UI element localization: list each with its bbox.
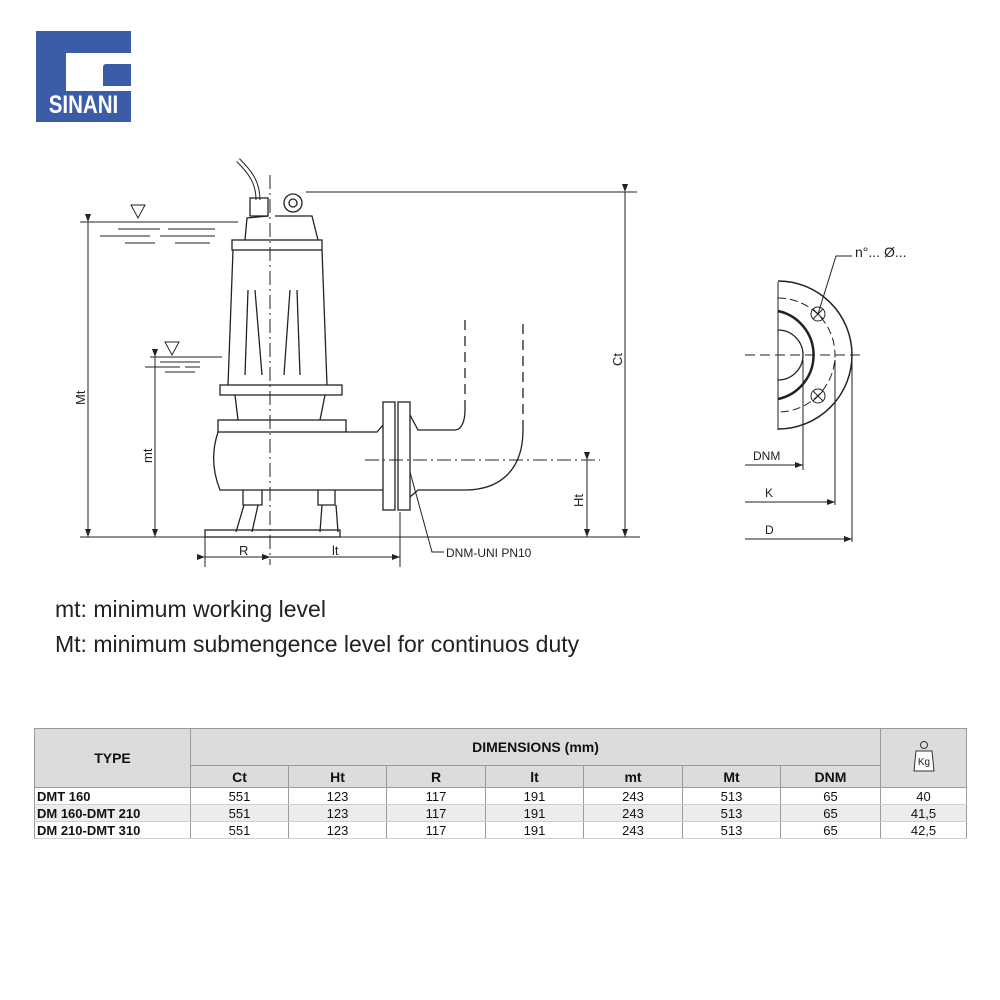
label-K: K <box>765 486 773 500</box>
label-holes: n°... Ø... <box>855 244 907 260</box>
note-Mt: Mt: minimum submengence level for contin… <box>55 631 580 657</box>
weight-header: Kg <box>880 728 967 788</box>
label-mt: mt <box>140 448 155 463</box>
max-water-level <box>80 204 238 244</box>
label-Ht: Ht <box>571 494 586 507</box>
pump-body <box>204 158 524 538</box>
label-R: R <box>239 543 248 558</box>
note-mt: mt: minimum working level <box>55 596 326 622</box>
col-Ht: Ht <box>288 765 387 788</box>
label-Ct: Ct <box>610 353 625 366</box>
col-R: R <box>386 765 486 788</box>
label-flange-callout: DNM-UNI PN10 <box>446 546 532 560</box>
label-D: D <box>765 523 774 537</box>
logo-text: SINANI <box>48 91 119 119</box>
col-mt: mt <box>583 765 683 788</box>
min-water-level <box>145 341 222 373</box>
dimensions-header: DIMENSIONS (mm) <box>190 728 881 766</box>
weight-icon: Kg <box>912 740 935 771</box>
col-lt: lt <box>485 765 584 788</box>
svg-text:Kg: Kg <box>917 757 929 768</box>
col-Mt: Mt <box>682 765 781 788</box>
label-DNM: DNM <box>753 449 780 463</box>
sinani-logo: SINANI <box>36 31 131 122</box>
label-Mt: Mt <box>73 390 88 405</box>
label-lt: lt <box>332 543 339 558</box>
type-header: TYPE <box>34 728 191 788</box>
dimensions-table: TYPE DIMENSIONS (mm) Kg Ct Ht R lt mt Mt… <box>34 728 967 839</box>
pump-dimension-drawing: Mt mt Ct Ht R lt DNM-UNI PN10 n°... Ø...… <box>73 158 907 567</box>
col-Ct: Ct <box>190 765 289 788</box>
col-DNM: DNM <box>780 765 881 788</box>
flange-view <box>745 255 860 542</box>
